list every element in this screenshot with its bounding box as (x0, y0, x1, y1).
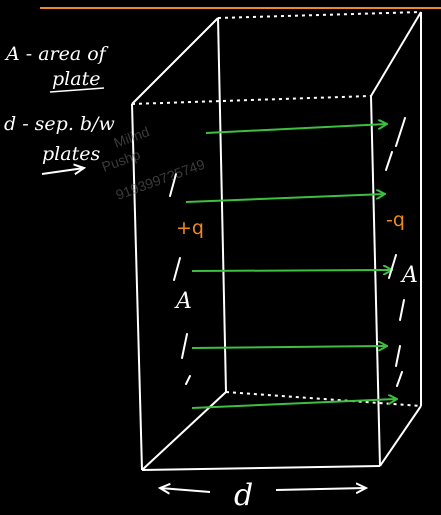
area-label-left: A (174, 289, 192, 314)
note-sep-line2: plates (42, 143, 100, 165)
left-plate (131, 17, 227, 471)
watermark-name: Milind (112, 123, 152, 151)
separation-label: d (234, 478, 253, 513)
separation-arrow-right (275, 488, 366, 490)
field-arrow (191, 346, 386, 348)
separation-arrow-left (160, 488, 211, 492)
field-lines (185, 124, 396, 409)
area-label-right: A (400, 263, 418, 288)
note-area-line1: A - area of (4, 43, 109, 65)
note-pointer (41, 168, 84, 174)
field-arrow (191, 399, 396, 409)
watermark-surname: Pushp (100, 146, 143, 175)
field-arrow (185, 194, 384, 203)
minus-charge-label: -q (386, 209, 405, 231)
top-back-edge (217, 11, 422, 19)
field-arrow (191, 270, 391, 271)
top-front-edge (131, 95, 372, 105)
note-area-line2: plate (52, 68, 100, 90)
bottom-front-edge (141, 465, 381, 471)
plate-hatching (169, 117, 406, 387)
note-underline (49, 87, 105, 93)
plus-charge-label: +q (176, 217, 204, 239)
note-sep-line1: d - sep. b/w (4, 113, 115, 135)
right-plate (370, 11, 422, 467)
field-arrow (205, 124, 386, 134)
